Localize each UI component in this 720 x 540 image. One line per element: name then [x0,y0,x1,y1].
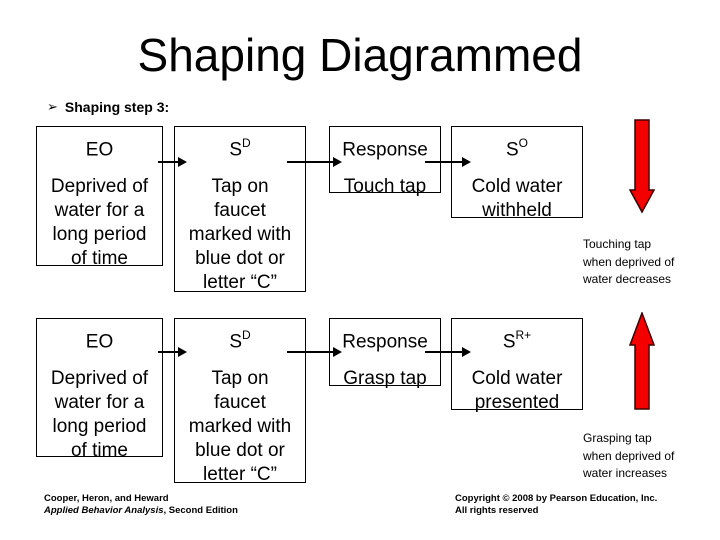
footer-edition: , Second Edition [163,504,238,516]
red-up-arrow-icon [629,312,655,410]
header-superscript: R+ [515,328,532,342]
header-base: EO [85,331,114,353]
footer-citation: Cooper, Heron, and Heward Applied Behavi… [44,493,238,516]
footer-copyright-line1: Copyright © 2008 by Pearson Education, I… [455,493,658,504]
arrow-sd-to-response-row1-icon [287,157,342,167]
box-body: Cold water withheld [471,176,563,222]
bullet-line: ➢ Shaping step 3: [47,99,169,115]
response-box-row1: Response Touch tap [329,126,441,197]
footer-copyright: Copyright © 2008 by Pearson Education, I… [455,493,657,516]
red-down-arrow-icon [629,119,655,214]
arrowhead-bullet-icon: ➢ [47,99,58,114]
header-base: Response [342,139,428,161]
header-base: Response [342,331,428,353]
header-base: S [502,331,516,353]
eo-box-row1: EO Deprived of water for a long period o… [36,126,163,269]
so-box-row1: SO Cold water withheld [451,126,583,221]
box-body: Tap on faucet marked with blue dot or le… [188,368,292,486]
header-base: S [229,331,242,353]
note-touching-tap: Touching tap when deprived of water decr… [583,237,675,286]
box-body: Grasp tap [343,368,427,390]
sd-box-row1: SD Tap on faucet marked with blue dot or… [174,126,306,294]
box-body: Cold water presented [471,368,563,414]
header-base: EO [85,139,114,161]
header-superscript: D [242,136,251,150]
footer-book-line: Applied Behavior Analysis, Second Editio… [44,505,238,517]
footer-copyright-line2: All rights reserved [455,504,539,516]
footer-authors: Cooper, Heron, and Heward [44,493,169,504]
sr-plus-box-row2: SR+ Cold water presented [451,318,583,413]
header-superscript: D [242,328,251,342]
header-base: S [229,139,242,161]
arrow-sd-to-response-row2-icon [287,347,342,357]
sd-box-row2: SD Tap on faucet marked with blue dot or… [174,318,306,485]
slide-title: Shaping Diagrammed [137,29,583,81]
box-body: Tap on faucet marked with blue dot or le… [188,176,292,294]
box-header: SO [452,132,582,162]
note-grasping-tap: Grasping tap when deprived of water incr… [583,431,675,480]
box-header: SR+ [452,324,582,354]
header-base: S [505,139,519,161]
arrow-response-to-so-row1-icon [425,157,471,167]
box-body: Deprived of water for a long period of t… [50,176,149,270]
box-header: EO [37,132,162,162]
arrow-eo-to-sd-row2-icon [158,347,187,357]
box-header: SD [175,324,305,354]
box-header: Response [330,132,440,162]
box-header: SD [175,132,305,162]
footer-book-title: Applied Behavior Analysis [44,504,164,516]
response-box-row2: Response Grasp tap [329,318,441,389]
arrow-response-to-sr-row2-icon [425,347,471,357]
eo-box-row2: EO Deprived of water for a long period o… [36,318,163,461]
box-body: Touch tap [343,176,427,198]
box-header: EO [37,324,162,354]
box-header: Response [330,324,440,354]
bullet-text: Shaping step 3: [64,99,170,115]
header-superscript: O [518,136,529,150]
box-body: Deprived of water for a long period of t… [50,368,149,462]
arrow-eo-to-sd-row1-icon [158,157,187,167]
